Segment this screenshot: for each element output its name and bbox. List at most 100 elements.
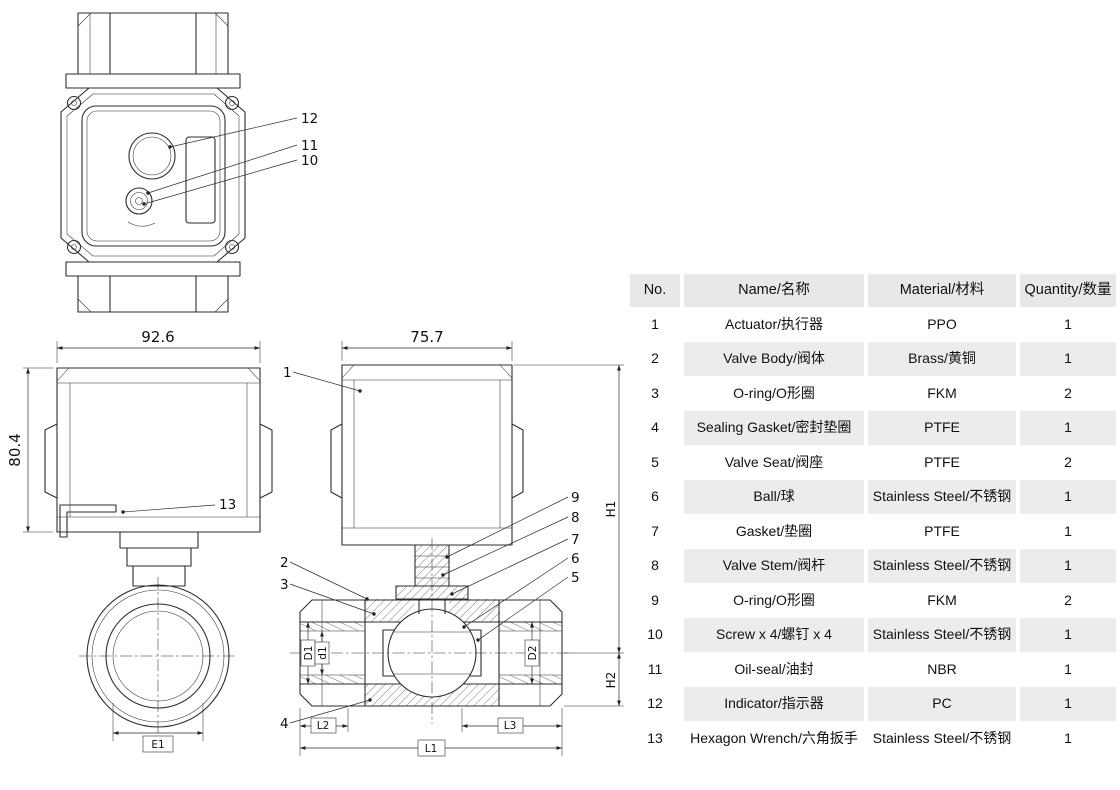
dim-l3: L3	[504, 720, 517, 732]
cell-no: 1	[651, 315, 659, 332]
dim-d1: D1	[303, 646, 315, 661]
cell-name: Gasket/垫圈	[735, 522, 813, 539]
cell-name: Ball/球	[684, 479, 864, 514]
cell-quantity: 1	[1020, 686, 1116, 721]
table-row: 6 Ball/球 Stainless Steel/不锈钢 1	[630, 479, 1118, 514]
cell-no: 3	[651, 384, 659, 401]
cell-material: PTFE	[924, 522, 960, 539]
section-view	[290, 364, 572, 724]
cell-name: Valve Stem/阀杆	[684, 548, 864, 583]
callout-11: 11	[301, 138, 318, 154]
dim-e1: E1	[151, 739, 164, 751]
cell-material: NBR	[927, 660, 957, 677]
callout-1: 1	[283, 365, 292, 381]
table-row: 10 Screw x 4/螺钉 x 4 Stainless Steel/不锈钢 …	[630, 617, 1118, 652]
section-view-dimensions: 75.7 1 2 3 4 9 8 7 6 5	[280, 328, 624, 757]
side-view-dimensions: 92.6 80.4 E1 13	[6, 328, 261, 753]
dim-l2: L2	[317, 720, 330, 732]
cell-quantity: 1	[1020, 410, 1116, 445]
callout-5: 5	[571, 570, 580, 586]
cell-material: FKM	[927, 591, 957, 608]
cell-no: 5	[651, 453, 659, 470]
header-quantity: Quantity/数量	[1020, 274, 1116, 307]
dim-d1-small: d1	[317, 646, 329, 659]
dim-h2: H2	[604, 672, 618, 689]
cell-name: Oil-seal/油封	[734, 660, 814, 677]
parts-table: No. Name/名称 Material/材料 Quantity/数量 1 Ac…	[630, 274, 1118, 756]
dim-h1: H1	[604, 501, 618, 518]
table-row: 7 Gasket/垫圈 PTFE 1	[630, 514, 1118, 549]
side-view	[44, 367, 273, 735]
table-row: 2 Valve Body/阀体 Brass/黄铜 1	[630, 341, 1118, 376]
cell-name: Hexagon Wrench/六角扳手	[690, 729, 858, 746]
dim-l1: L1	[425, 743, 438, 755]
cell-name: Valve Body/阀体	[684, 341, 864, 376]
cell-name: Actuator/执行器	[724, 315, 824, 332]
cell-material: Stainless Steel/不锈钢	[872, 729, 1012, 746]
front-view	[60, 12, 246, 313]
cell-no: 2	[651, 350, 659, 367]
table-row: 4 Sealing Gasket/密封垫圈 PTFE 1	[630, 410, 1118, 445]
cell-no: 6	[651, 488, 659, 505]
callout-8: 8	[571, 510, 580, 526]
table-row: 3 O-ring/O形圈 FKM 2	[630, 376, 1118, 411]
cell-material: PTFE	[868, 410, 1016, 445]
cell-material: Brass/黄铜	[868, 341, 1016, 376]
cell-name: Sealing Gasket/密封垫圈	[684, 410, 864, 445]
cell-material: FKM	[927, 384, 957, 401]
callout-10: 10	[301, 153, 318, 169]
cell-name: Indicator/指示器	[684, 686, 864, 721]
callout-3: 3	[280, 577, 289, 593]
cell-name: O-ring/O形圈	[733, 384, 815, 401]
cell-quantity: 1	[1020, 617, 1116, 652]
cell-quantity: 1	[1064, 729, 1072, 746]
cell-no: 13	[647, 729, 663, 746]
dim-d2: D2	[527, 646, 539, 661]
cell-quantity: 1	[1020, 479, 1116, 514]
table-row: 11 Oil-seal/油封 NBR 1	[630, 652, 1118, 687]
table-header-row: No. Name/名称 Material/材料 Quantity/数量	[630, 274, 1118, 307]
cell-no: 7	[651, 522, 659, 539]
cell-no: 11	[647, 660, 663, 677]
cell-quantity: 1	[1064, 315, 1072, 332]
table-row: 9 O-ring/O形圈 FKM 2	[630, 583, 1118, 618]
dim-side-height: 80.4	[6, 433, 24, 466]
cell-quantity: 1	[1020, 341, 1116, 376]
cell-no: 8	[651, 557, 659, 574]
cell-quantity: 1	[1064, 522, 1072, 539]
cell-quantity: 1	[1064, 660, 1072, 677]
table-row: 1 Actuator/执行器 PPO 1	[630, 307, 1118, 342]
callout-2: 2	[280, 555, 289, 571]
callout-6: 6	[571, 551, 580, 567]
cell-name: Valve Seat/阀座	[724, 453, 824, 470]
cell-quantity: 1	[1020, 548, 1116, 583]
cell-no: 12	[647, 695, 663, 712]
cell-no: 4	[651, 419, 659, 436]
dim-section-width: 75.7	[410, 328, 443, 346]
cell-material: Stainless Steel/不锈钢	[868, 617, 1016, 652]
table-row: 13 Hexagon Wrench/六角扳手 Stainless Steel/不…	[630, 721, 1118, 756]
header-name: Name/名称	[684, 274, 864, 307]
cell-material: PC	[868, 686, 1016, 721]
table-row: 8 Valve Stem/阀杆 Stainless Steel/不锈钢 1	[630, 548, 1118, 583]
cell-name: O-ring/O形圈	[733, 591, 815, 608]
cell-material: PTFE	[924, 453, 960, 470]
cell-material: Stainless Steel/不锈钢	[868, 548, 1016, 583]
callout-7: 7	[571, 532, 580, 548]
callout-9: 9	[571, 490, 580, 506]
cell-quantity: 2	[1064, 591, 1072, 608]
header-no: No.	[630, 274, 680, 307]
cell-material: PPO	[927, 315, 957, 332]
cell-material: Stainless Steel/不锈钢	[868, 479, 1016, 514]
cell-quantity: 2	[1064, 384, 1072, 401]
cell-no: 10	[647, 626, 663, 643]
callout-4: 4	[280, 716, 289, 732]
cell-name: Screw x 4/螺钉 x 4	[684, 617, 864, 652]
header-material: Material/材料	[868, 274, 1016, 307]
front-view-callouts: 12 11 10	[142, 111, 318, 206]
cell-no: 9	[651, 591, 659, 608]
callout-13: 13	[219, 497, 236, 513]
table-row: 5 Valve Seat/阀座 PTFE 2	[630, 445, 1118, 480]
